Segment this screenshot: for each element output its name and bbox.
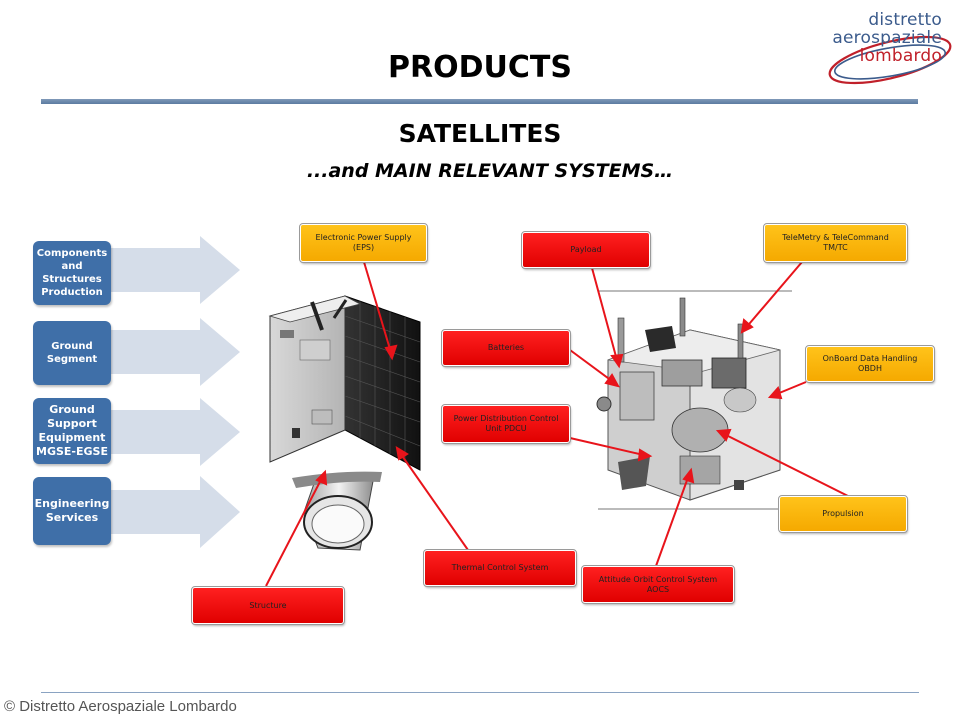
chevron-2 <box>95 318 240 386</box>
callout-payload: Payload <box>521 231 651 269</box>
logo-line-3: lombardo <box>859 46 942 66</box>
callout-tmtc: TeleMetry & TeleCommand TM/TC <box>763 223 908 263</box>
logo-line-1: distretto <box>868 10 942 30</box>
callout-aocs-label: Attitude Orbit Control System AOCS <box>598 574 718 594</box>
logo: distretto aerospaziale lombardo <box>818 8 954 88</box>
process-chevrons <box>95 236 240 548</box>
callout-pdcu: Power Distribution Control Unit PDCU <box>441 404 571 444</box>
page-title: PRODUCTS <box>388 50 572 85</box>
section-title: SATELLITES <box>398 119 562 148</box>
callout-eps: Electronic Power Supply (EPS) <box>299 223 428 263</box>
sidebar-item-label: Engineering Services <box>34 497 110 524</box>
satellite-left-image <box>268 295 421 551</box>
satellite-right-image <box>596 290 792 510</box>
callout-thermal: Thermal Control System <box>423 549 577 587</box>
callout-structure: Structure <box>191 586 345 625</box>
chevron-4 <box>95 476 240 548</box>
footer-copyright: © Distretto Aerospaziale Lombardo <box>4 698 237 715</box>
sidebar-item-ground-segment: Ground Segment <box>33 321 111 385</box>
callout-payload-label: Payload <box>570 245 602 254</box>
callout-tmtc-label: TeleMetry & TeleCommand TM/TC <box>782 233 889 252</box>
sidebar-item-ground-support: Ground Support Equipment MGSE-EGSE <box>33 398 111 464</box>
sidebar-item-engineering: Engineering Services <box>33 477 111 545</box>
title-divider <box>41 99 918 104</box>
logo-line-2: aerospaziale <box>832 28 942 48</box>
callout-obdh-label: OnBoard Data Handling OBDH <box>822 354 918 373</box>
sidebar-item-label: Ground Segment <box>46 341 98 365</box>
callout-batteries-label: Batteries <box>487 343 525 352</box>
footer-divider <box>41 692 919 693</box>
callout-aocs: Attitude Orbit Control System AOCS <box>581 565 735 604</box>
logo-swoosh-icon <box>828 35 952 85</box>
callout-arrows <box>265 261 849 587</box>
callout-propulsion: Propulsion <box>778 495 908 533</box>
sidebar-item-label: Ground Support Equipment MGSE-EGSE <box>36 403 108 458</box>
chevron-3 <box>95 398 240 466</box>
sidebar-item-components: Components and Structures Production <box>33 241 111 305</box>
sidebar-item-label: Components and Structures Production <box>36 248 108 298</box>
callout-obdh: OnBoard Data Handling OBDH <box>805 345 935 383</box>
callout-batteries: Batteries <box>441 329 571 367</box>
section-subtitle: ...and MAIN RELEVANT SYSTEMS… <box>306 160 674 182</box>
callout-structure-label: Structure <box>249 600 287 610</box>
callout-eps-label: Electronic Power Supply (EPS) <box>315 233 412 252</box>
callout-pdcu-label: Power Distribution Control Unit PDCU <box>453 414 559 433</box>
callout-thermal-label: Thermal Control System <box>451 563 549 572</box>
chevron-1 <box>95 236 240 304</box>
callout-propulsion-label: Propulsion <box>822 509 864 518</box>
